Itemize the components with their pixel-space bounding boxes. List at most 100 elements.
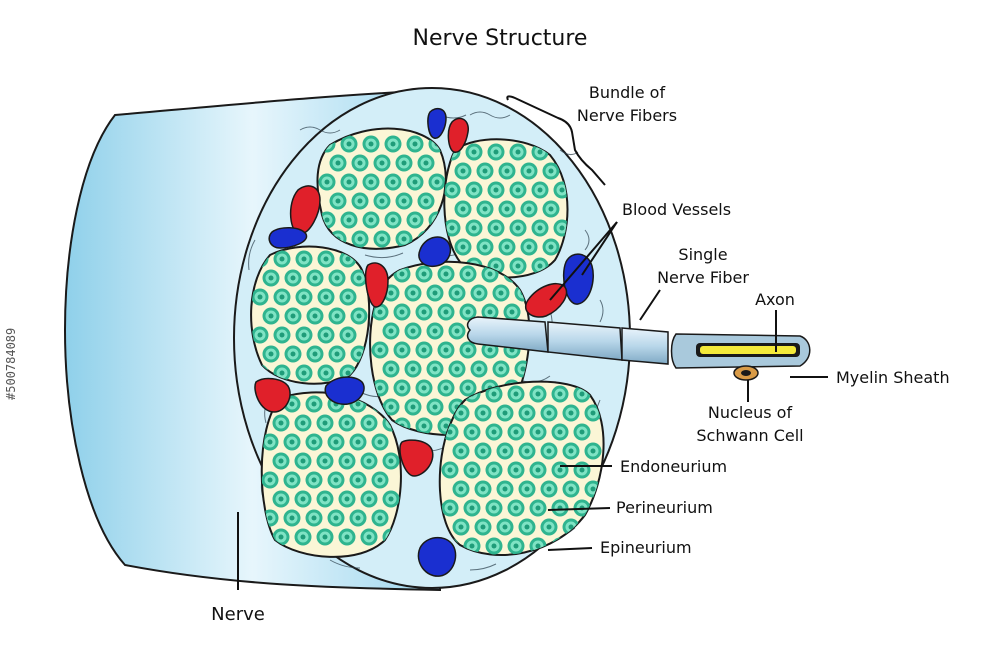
nerve-fiber-cross-section [437,303,455,321]
vein [418,236,452,268]
nerve-fiber-cross-section [509,143,527,161]
nerve-fiber-cross-section [294,452,312,470]
nerve-fiber-cross-section [551,385,569,403]
nerve-fiber-cross-section [507,461,525,479]
label-nucleus-line2: Schwann Cell [696,426,803,445]
nerve-fiber-cross-section [542,162,560,180]
nerve-fiber-cross-section [518,480,536,498]
nerve-fiber-cross-section [328,345,346,363]
nerve-fiber-cross-section [350,307,368,325]
label-single-fiber-line1: Single [678,245,727,264]
nerve-fiber-cross-section [540,480,558,498]
nerve-fiber-cross-section [584,518,602,536]
nerve-fiber-cross-section [362,211,380,229]
nerve-fiber-cross-section [459,303,477,321]
nerve-fiber-cross-section [476,238,494,256]
nerve-fiber-cross-section [463,423,481,441]
nerve-fiber-cross-section [496,404,514,422]
nerve-fiber-cross-section [384,211,402,229]
nerve-fiber-cross-section [551,423,569,441]
nerve-fiber-cross-section [272,490,290,508]
nerve-fiber-cross-section [261,471,279,489]
nerve-fiber-cross-section [338,452,356,470]
nerve-fiber-cross-section [306,269,324,287]
nerve-fiber-cross-section [295,288,313,306]
nerve-fiber-cross-section [284,269,302,287]
nerve-fiber-cross-section [404,284,422,302]
nerve-fiber-cross-section [551,499,569,517]
nerve-fiber-cross-section [551,537,569,555]
nerve-fiber-cross-section [444,181,461,199]
nerve-fiber-cross-section [540,404,558,422]
blood-vessels [254,107,594,577]
nerve-fiber-cross-section [261,433,279,451]
nerve-fiber-cross-section [470,360,488,378]
nerve-fiber-cross-section [362,173,380,191]
artery [364,262,389,308]
nerve-fiber-cross-section [463,461,481,479]
nerve-fiber-cross-section [562,518,580,536]
nerve-fiber-cross-section [459,265,477,283]
nerve-fiber-cross-section [485,499,503,517]
nerve-fiber-cross-section [273,250,291,268]
nerve-fiber-cross-section [382,452,400,470]
nerve-fiber-cross-section [562,480,580,498]
nerve-fiber-cross-section [437,265,455,283]
nerve-fiber-cross-section [272,414,290,432]
nerve-fiber-cross-section [317,326,335,344]
label-nucleus-line1: Nucleus of [708,403,793,422]
nerve-fiber-cross-section [518,404,536,422]
nerve-fiber-cross-section [415,265,433,283]
nerve-fiber-cross-section [551,461,569,479]
label-axon: Axon [755,290,795,309]
nerve-fiber-cross-section [498,200,516,218]
nerve-fiber-cross-section [404,398,422,416]
artery [254,377,291,413]
nerve-fiber-cross-section [498,162,516,180]
nerve-fiber-cross-section [295,326,313,344]
label-blood-vessels: Blood Vessels [622,200,731,219]
nerve-fiber-cross-section [470,284,488,302]
nerve-fiber-cross-section [474,442,492,460]
nerve-fiber-cross-section [520,200,538,218]
nerve-fiber-cross-section [382,398,400,416]
nerve-fiber-cross-section [382,360,400,378]
nerve-fiber-cross-section [474,480,492,498]
nerve-fiber-cross-section [373,230,391,248]
nerve-fiber-cross-section [448,360,466,378]
label-epineurium: Epineurium [600,538,692,557]
nerve-fiber-cross-section [481,303,499,321]
nerve-fiber-cross-section [262,345,280,363]
nerve-fiber-cross-section [306,345,324,363]
nerve-fiber-cross-section [437,379,455,397]
nerve-fiber-cross-section [251,288,269,306]
nerve-fiber-cross-section [327,433,345,451]
nerve-fiber-cross-section [496,518,514,536]
stock-id: #500784089 [4,327,18,400]
nerve-fiber-cross-section [415,379,433,397]
nerve-fiber-cross-section [507,499,525,517]
bundle-bracket [506,95,606,186]
nerve-fiber-cross-section [317,250,335,268]
nerve-fiber-cross-section [339,326,357,344]
nerve-fiber-cross-section [474,518,492,536]
nerve-fiber-cross-section [316,528,334,546]
nerve-fiber-cross-section [426,360,444,378]
nerve-fiber-cross-section [487,143,505,161]
nerve-fiber-cross-section [531,181,549,199]
nerve-fiber-cross-section [283,509,301,527]
nerve-fiber-cross-section [329,192,347,210]
single-nerve-fiber [466,316,811,381]
nerve-fiber-cross-section [349,509,367,527]
nerve-fiber-cross-section [273,288,291,306]
nerve-fiber-cross-section [465,181,483,199]
nerve-fiber-cross-section [562,442,580,460]
artery [447,117,469,153]
nerve-fiber-cross-section [573,423,591,441]
fascicle [438,380,605,556]
nerve-fiber-cross-section [373,192,391,210]
nerve-fiber-cross-section [507,423,525,441]
nerve-fiber-cross-section [371,471,389,489]
nerve-fiber-cross-section [305,395,323,413]
